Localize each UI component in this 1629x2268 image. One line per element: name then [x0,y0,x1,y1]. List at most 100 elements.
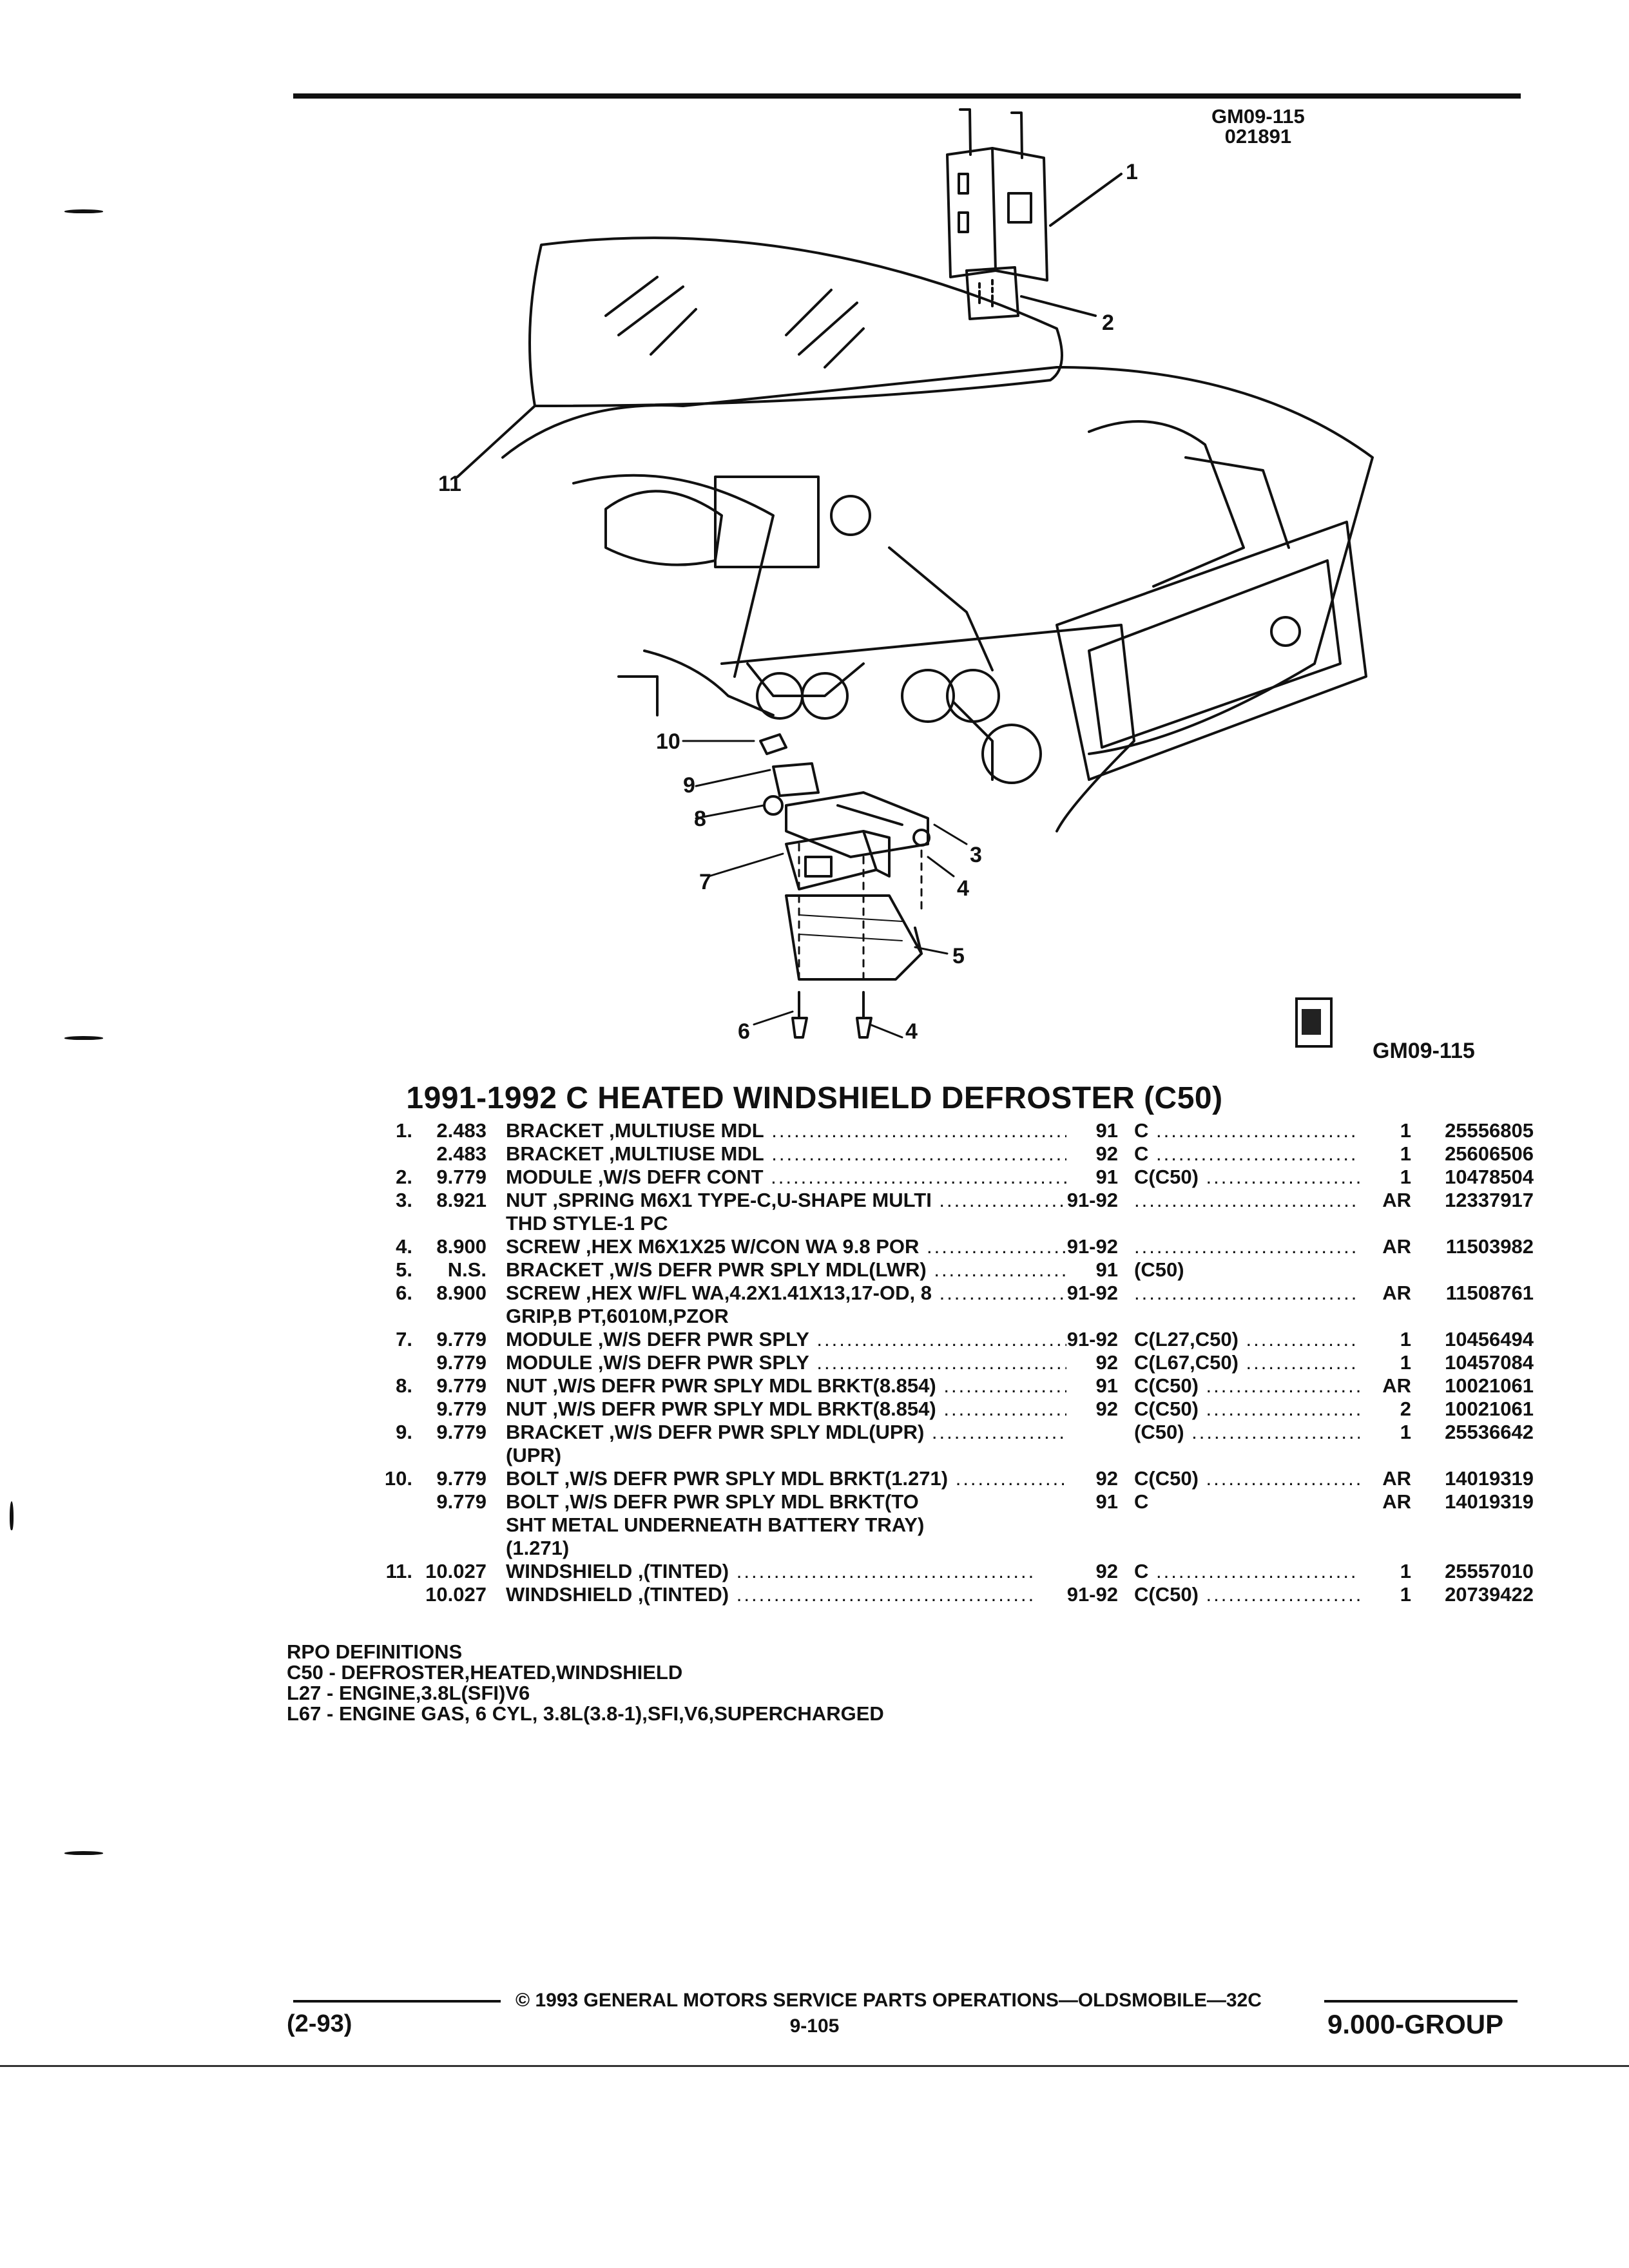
rpo-line: L27 - ENGINE,3.8L(SFI)V6 [287,1682,530,1704]
table-row: 9.779 NUT ,W/S DEFR PWR SPLY MDL BRKT(8.8… [296,1398,1534,1421]
usage-code: C [1134,1490,1149,1513]
group-number: 8.900 [436,1235,487,1258]
scan-mark [64,209,103,213]
scan-mark [64,1036,103,1040]
footer-group: 9.000-GROUP [1327,2009,1504,2039]
model-year: 92 [1095,1142,1118,1165]
quantity: AR [1382,1282,1411,1304]
callout-9: 9 [683,773,695,798]
item-number: 10. [384,1467,412,1490]
footer-copyright: © 1993 GENERAL MOTORS SERVICE PARTS OPER… [516,1990,1262,2011]
table-row: GRIP,B PT,6010M,PZOR [296,1305,1534,1328]
part-number: 25536642 [1445,1421,1534,1443]
part-number: 25556805 [1445,1119,1534,1142]
quantity: AR [1382,1235,1411,1258]
group-number: 9.779 [436,1467,487,1490]
usage-code: C .............................. [1134,1560,1360,1583]
leader-dots: .............................. [1206,1166,1360,1188]
usage-code: (C50) .............................. [1134,1421,1360,1444]
leader-dots: .............................. [1148,1560,1360,1582]
usage-code: C(C50) .............................. [1134,1583,1360,1606]
part-description: BRACKET ,MULTIUSE MDL ..................… [506,1142,1066,1166]
item-number: 8. [396,1374,412,1397]
leader-dots: .............................. [1148,1142,1360,1165]
item-number: 6. [396,1282,412,1304]
quantity: AR [1382,1374,1411,1397]
quantity: 1 [1400,1166,1411,1188]
diagram-code-line2: 021891 [1224,125,1292,148]
model-year: 91 [1095,1258,1118,1281]
leader-dots: ........................................ [816,1351,1066,1374]
part-number: 11508761 [1445,1282,1534,1304]
leader-dots: .............................. [1191,1421,1360,1443]
table-row: 10. 9.779 BOLT ,W/S DEFR PWR SPLY MDL BRKT… [296,1467,1534,1490]
group-number: 10.027 [425,1560,487,1582]
rpo-line: L67 - ENGINE GAS, 6 CYL, 3.8L(3.8-1),SFI… [287,1702,884,1725]
group-number: 2.483 [436,1142,487,1165]
part-description: MODULE ,W/S DEFR PWR SPLY ..............… [506,1351,1066,1374]
callout-leaders [682,740,968,1039]
leader-dots: ........................................ [729,1560,1036,1582]
part-description: SCREW ,HEX W/FL WA,4.2X1.41X13,17-OD, 8 … [506,1282,1066,1305]
leader-dots: ........................................ [764,1119,1066,1142]
group-number: 9.779 [436,1398,487,1420]
model-year: 91 [1095,1374,1118,1397]
callout-4a: 4 [957,876,969,901]
table-row: (UPR) [296,1444,1534,1467]
part-number: 10457084 [1445,1351,1534,1374]
leader-dots: ........................................ [943,1398,1066,1420]
part-number: 10021061 [1445,1398,1534,1420]
usage-code: C(C50) .............................. [1134,1374,1360,1398]
leader-dots: ........................................ [763,1166,1066,1188]
quantity: AR [1382,1189,1411,1211]
quantity: 1 [1400,1560,1411,1582]
item-number: 9. [396,1421,412,1443]
footer-page-number: 9-105 [789,2015,840,2037]
callout-labels: 1 2 3 4 5 6 4 7 8 9 10 11 [438,160,1138,1044]
part-windshield [456,236,1063,478]
model-year: 92 [1095,1560,1118,1582]
model-year: 91-92 [1066,1282,1118,1304]
part-description: BRACKET ,W/S DEFR PWR SPLY MDL(LWR) ....… [506,1258,1066,1282]
leader-dots: .............................. [1134,1189,1359,1211]
callout-11: 11 [438,472,461,496]
part-defr-control-module [965,266,1097,320]
usage-code: .............................. [1134,1235,1360,1258]
leader-dots: .............................. [1246,1351,1360,1374]
model-year: 91-92 [1066,1328,1118,1350]
rpo-definitions: RPO DEFINITIONS C50 - DEFROSTER,HEATED,W… [287,1642,884,1724]
leader-dots: .............................. [1148,1119,1360,1142]
model-year: 91-92 [1066,1189,1118,1211]
leader-dots: ........................................ [729,1583,1036,1606]
part-number: 25557010 [1445,1560,1534,1582]
quantity: 1 [1400,1421,1411,1443]
part-bracket-multiuse [946,108,1123,282]
leader-dots: ........................................ [934,1258,1066,1281]
model-year: 91-92 [1066,1235,1118,1258]
part-description: SCREW ,HEX M6X1X25 W/CON WA 9.8 POR ....… [506,1235,1066,1258]
model-year: 91 [1095,1166,1118,1188]
leader-dots: ........................................ [955,1467,1066,1490]
part-description: BOLT ,W/S DEFR PWR SPLY MDL BRKT(1.271) … [506,1467,1066,1490]
part-description: NUT ,W/S DEFR PWR SPLY MDL BRKT(8.854) .… [506,1398,1066,1421]
part-description: GRIP,B PT,6010M,PZOR [506,1305,729,1327]
usage-code: C(C50) .............................. [1134,1166,1360,1189]
leader-dots: .............................. [1206,1374,1360,1397]
usage-code: .............................. [1134,1189,1360,1212]
part-description: BOLT ,W/S DEFR PWR SPLY MDL BRKT(TO [506,1490,919,1513]
part-number: 11503982 [1445,1235,1534,1258]
usage-code: C(C50) .............................. [1134,1398,1360,1421]
usage-code: C .............................. [1134,1142,1360,1166]
callout-6: 6 [738,1019,750,1044]
model-year: 92 [1095,1351,1118,1374]
diagram-code: GM09-115 021891 [1211,106,1305,146]
leader-dots: ........................................ [764,1142,1066,1165]
table-row: THD STYLE-1 PC [296,1212,1534,1235]
